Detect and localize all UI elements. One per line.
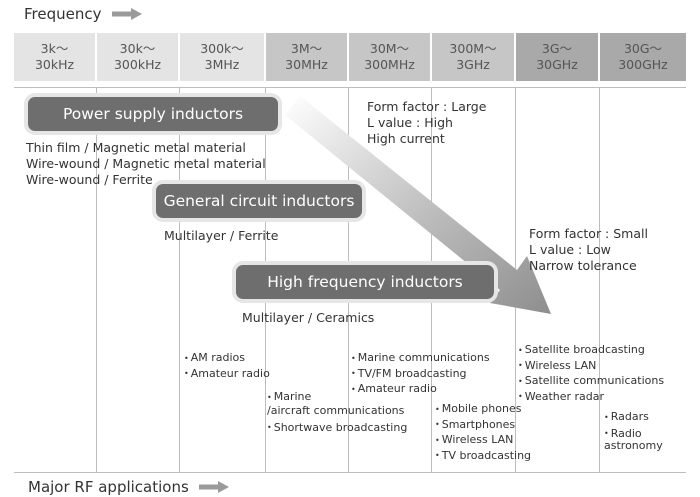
bottom-rule [14, 472, 686, 473]
applications-footer: Major RF applications [28, 478, 229, 496]
trend-line: L value : High [367, 115, 453, 130]
band-30g-300ghz: 30G〜300GHz [600, 33, 686, 81]
trend-line: Narrow tolerance [529, 258, 637, 273]
column-divider [599, 88, 600, 473]
application-item: Weather radar [518, 389, 664, 405]
band-30k-300khz: 30k〜300kHz [97, 33, 178, 81]
band-label: 3M〜30MHz [285, 41, 328, 72]
applications-label: Major RF applications [28, 478, 189, 496]
trend-line: L value : Low [529, 242, 611, 257]
band-label: 300M〜3GHz [449, 41, 497, 72]
band-300k-3mhz: 300k〜3MHz [180, 33, 264, 81]
type-line: Wire-wound / Magnetic metal material [26, 156, 266, 171]
band-label: 3G〜30GHz [536, 41, 578, 72]
application-item: Mobile phones [435, 401, 531, 417]
right-arrow-icon [111, 8, 142, 20]
band-label: 30G〜300GHz [618, 41, 668, 72]
column-divider [179, 88, 180, 473]
application-item: Satellite broadcasting [518, 342, 664, 358]
trend-small-note: Form factor : Small L value : Low Narrow… [529, 226, 648, 274]
general-circuit-types: Multilayer / Ferrite [164, 228, 278, 244]
type-line: Multilayer / Ceramics [242, 310, 375, 325]
applications-uhf: Mobile phones Smartphones Wireless LAN T… [435, 401, 531, 463]
application-item: TV broadcasting [435, 448, 531, 464]
application-item: TV/FM broadcasting [351, 366, 490, 382]
application-item: Smartphones [435, 417, 531, 433]
application-item: Wireless LAN [518, 358, 664, 374]
band-label: 30M〜300MHz [364, 41, 415, 72]
band-label: 300k〜3MHz [200, 41, 244, 72]
application-item: Shortwave broadcasting [267, 420, 408, 436]
trend-line: Form factor : Small [529, 226, 648, 241]
power-supply-types: Thin film / Magnetic metal material Wire… [26, 140, 266, 188]
trend-line: High current [367, 131, 445, 146]
high-frequency-inductors-label: High frequency inductors [236, 265, 494, 299]
frequency-header: Frequency [24, 5, 142, 23]
application-item: Amateur radio [184, 366, 270, 382]
top-rule [14, 87, 686, 88]
pill-text: Power supply inductors [62, 105, 244, 123]
diagonal-arrow-icon [285, 96, 551, 314]
band-3k-30khz: 3k〜30kHz [14, 33, 95, 81]
applications-mf: AM radios Amateur radio [184, 350, 270, 381]
band-label: 30k〜300kHz [113, 41, 162, 72]
general-circuit-inductors-label: General circuit inductors [156, 184, 362, 218]
trend-large-note: Form factor : Large L value : High High … [367, 99, 486, 147]
type-line: Multilayer / Ferrite [164, 228, 279, 243]
application-item: Marine/aircraft communications [267, 390, 407, 417]
right-arrow-icon [198, 481, 229, 493]
application-item: AM radios [184, 350, 270, 366]
band-300m-3ghz: 300M〜3GHz [432, 33, 514, 81]
application-item: Radars [604, 409, 663, 425]
applications-vhf: Marine communications TV/FM broadcasting… [351, 350, 490, 397]
high-frequency-types: Multilayer / Ceramics [242, 310, 374, 326]
application-item: Amateur radio [351, 381, 490, 397]
pill-text: General circuit inductors [163, 192, 355, 210]
application-item: Satellite communications [518, 373, 664, 389]
column-divider [96, 88, 97, 473]
frequency-label: Frequency [24, 5, 102, 23]
band-label: 3k〜30kHz [34, 41, 75, 72]
application-item: Wireless LAN [435, 432, 531, 448]
band-3g-30ghz: 3G〜30GHz [516, 33, 598, 81]
pill-text: High frequency inductors [267, 273, 463, 291]
applications-shf: Satellite broadcasting Wireless LAN Sate… [518, 342, 664, 404]
power-supply-inductors-label: Power supply inductors [28, 97, 278, 131]
type-line: Thin film / Magnetic metal material [26, 140, 246, 155]
applications-hf: Marine/aircraft communications Shortwave… [267, 390, 407, 435]
band-3m-30mhz: 3M〜30MHz [266, 33, 347, 81]
application-item: Marine communications [351, 350, 490, 366]
trend-line: Form factor : Large [367, 99, 487, 114]
band-30m-300mhz: 30M〜300MHz [349, 33, 430, 81]
type-line: Wire-wound / Ferrite [26, 172, 153, 187]
